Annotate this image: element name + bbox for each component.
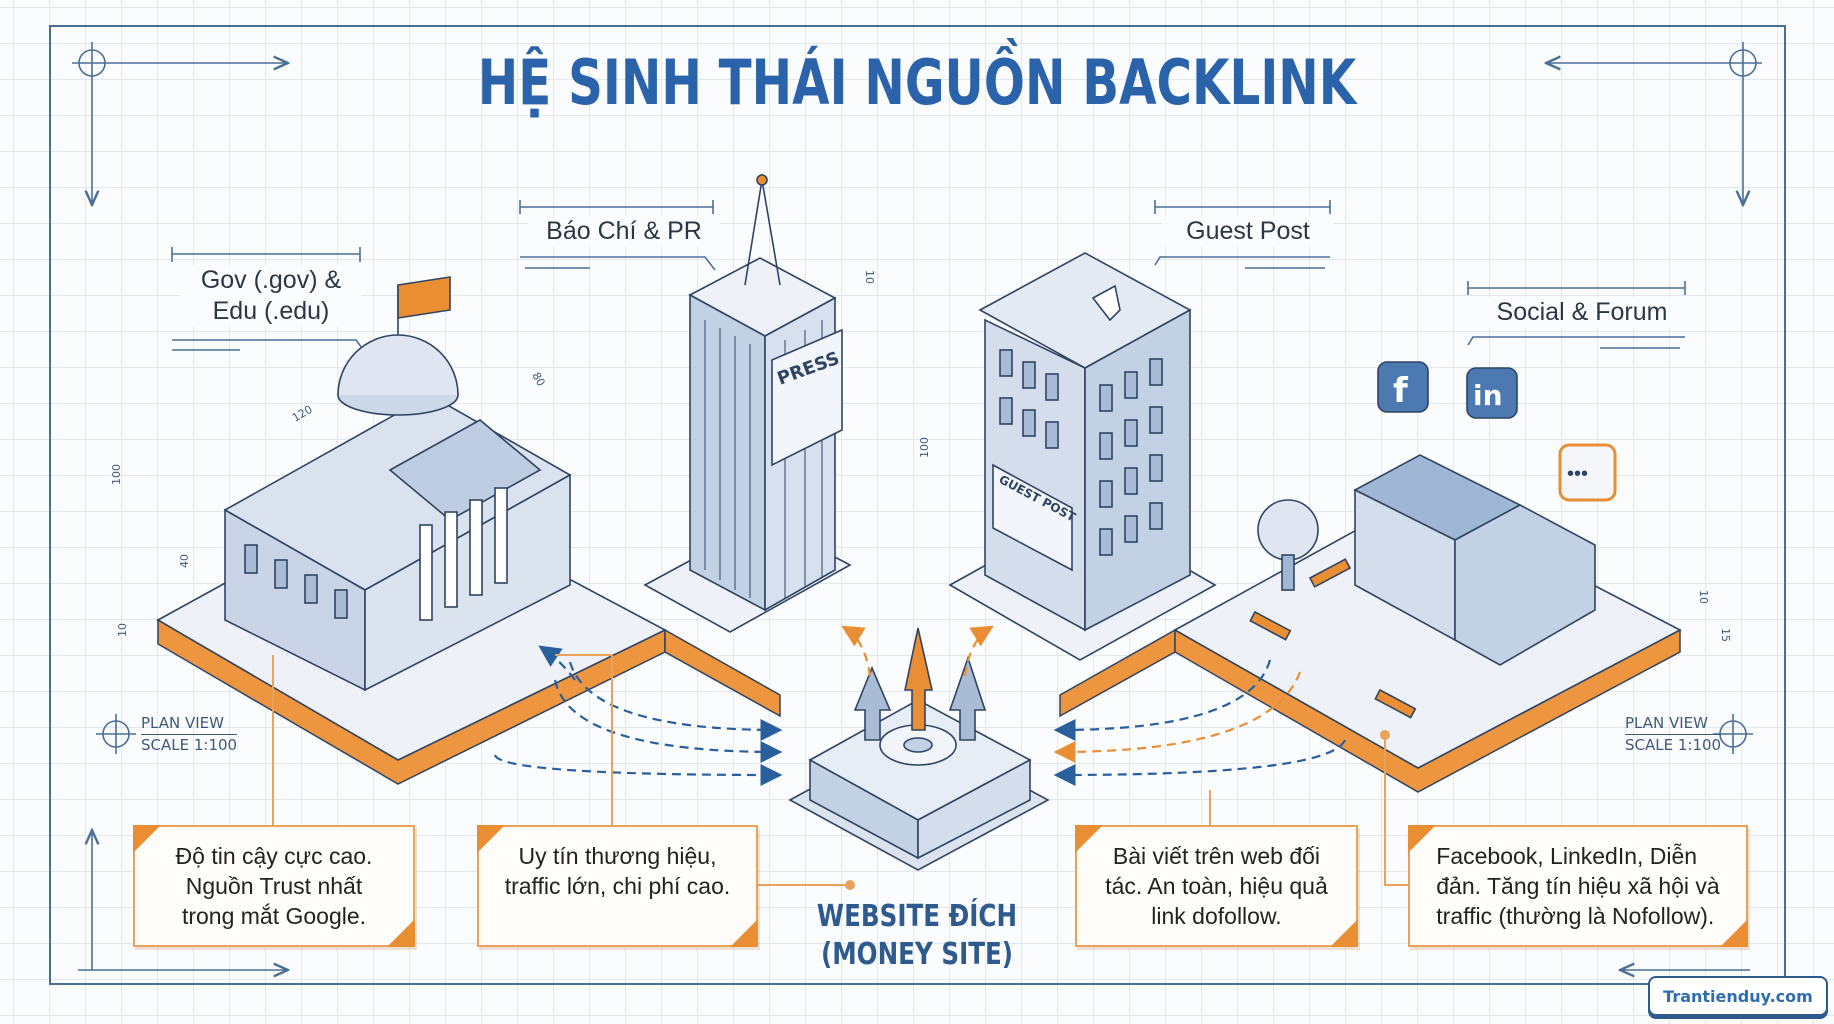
- svg-text:10: 10: [1697, 590, 1710, 604]
- page-title: HỆ SINH THÁI NGUỒN BACKLINK: [477, 46, 1357, 119]
- label-social-forum: Social & Forum: [1476, 297, 1688, 328]
- svg-text:40: 40: [178, 554, 191, 568]
- svg-text:10: 10: [863, 270, 876, 284]
- callout-text: Uy tín thương hiệu,: [518, 843, 717, 869]
- dimension-labels: 100 10 40 120 80 10 100 10 15: [110, 270, 1732, 642]
- svg-text:100: 100: [918, 437, 931, 458]
- svg-text:f: f: [1393, 371, 1409, 411]
- svg-text:100: 100: [110, 464, 123, 485]
- svg-text:in: in: [1473, 379, 1503, 412]
- label-leaders: [171, 200, 1686, 353]
- money-site-line: (MONEY SITE): [820, 937, 1014, 972]
- money-site-label: WEBSITE ĐÍCH (MONEY SITE): [794, 898, 1040, 974]
- callout-text: đản. Tăng tín hiệu xã hội và: [1436, 873, 1720, 899]
- corner-accent: [1075, 825, 1103, 853]
- callout-text: traffic (thường là Nofollow).: [1436, 903, 1715, 929]
- gov-building-icon: [156, 276, 667, 761]
- svg-text:15: 15: [1719, 628, 1732, 642]
- community-building-icon: f in •••: [1173, 361, 1682, 769]
- callout-press-pr: Uy tín thương hiệu, traffic lớn, chi phí …: [477, 825, 758, 947]
- corner-accent: [387, 919, 415, 947]
- label-line: Edu (.edu): [212, 297, 330, 325]
- svg-text:120: 120: [290, 403, 315, 425]
- drawing-frame: [49, 25, 1786, 985]
- callout-social-forum: Facebook, LinkedIn, Diễn đản. Tăng tín hi…: [1408, 825, 1748, 947]
- callout-text: Nguồn Trust nhất: [185, 873, 363, 899]
- callout-guest-post: Bài viết trên web đối tác. An toàn, hiệu …: [1075, 825, 1358, 947]
- callout-text: traffic lớn, chi phí cao.: [504, 873, 731, 899]
- callout-text: Facebook, LinkedIn, Diễn: [1436, 843, 1698, 869]
- gear-server-icon: [788, 627, 1050, 871]
- svg-text:•••: •••: [1567, 463, 1588, 485]
- corner-accent: [1720, 919, 1748, 947]
- plan-view-title: PLAN VIEW: [141, 713, 238, 735]
- corner-accent: [1408, 825, 1436, 853]
- plan-view-right: PLAN VIEW SCALE 1:100: [1625, 713, 1722, 755]
- svg-text:80: 80: [529, 370, 547, 389]
- corner-accent: [1330, 919, 1358, 947]
- corner-accent: [133, 825, 161, 853]
- office-building-icon: GUEST POST: [948, 252, 1217, 661]
- callout-text: link dofollow.: [1151, 903, 1282, 929]
- label-guest-post: Guest Post: [1162, 216, 1334, 247]
- label-press-pr: Báo Chí & PR: [528, 216, 720, 247]
- callout-connectors: [272, 654, 1408, 890]
- linkedin-icon: in: [1466, 367, 1518, 419]
- corner-accent: [730, 919, 758, 947]
- press-tower-icon: PRESS: [643, 174, 852, 633]
- plan-view-scale: SCALE 1:100: [141, 736, 238, 754]
- svg-text:10: 10: [116, 623, 129, 637]
- facebook-icon: f: [1377, 361, 1429, 413]
- callout-text: Độ tin cậy cực cao.: [175, 843, 373, 869]
- callout-text: tác. An toàn, hiệu quả: [1105, 873, 1328, 899]
- callout-gov-edu: Độ tin cậy cực cao. Nguồn Trust nhất trong…: [133, 825, 415, 947]
- flow-arrows: [493, 625, 1347, 786]
- callout-text: trong mắt Google.: [181, 903, 367, 929]
- label-gov-edu: Gov (.gov) & Edu (.edu): [180, 265, 362, 327]
- callout-text: Bài viết trên web đối: [1112, 843, 1321, 869]
- corner-accent: [477, 825, 505, 853]
- watermark-badge[interactable]: Trantienduy.com: [1648, 976, 1828, 1016]
- plan-view-scale: SCALE 1:100: [1625, 736, 1722, 754]
- money-site-line: WEBSITE ĐÍCH: [816, 899, 1018, 934]
- plan-view-left: PLAN VIEW SCALE 1:100: [141, 713, 238, 755]
- label-line: Gov (.gov) &: [200, 266, 342, 294]
- chat-bubble-icon: •••: [1558, 443, 1617, 502]
- plan-view-title: PLAN VIEW: [1625, 713, 1722, 735]
